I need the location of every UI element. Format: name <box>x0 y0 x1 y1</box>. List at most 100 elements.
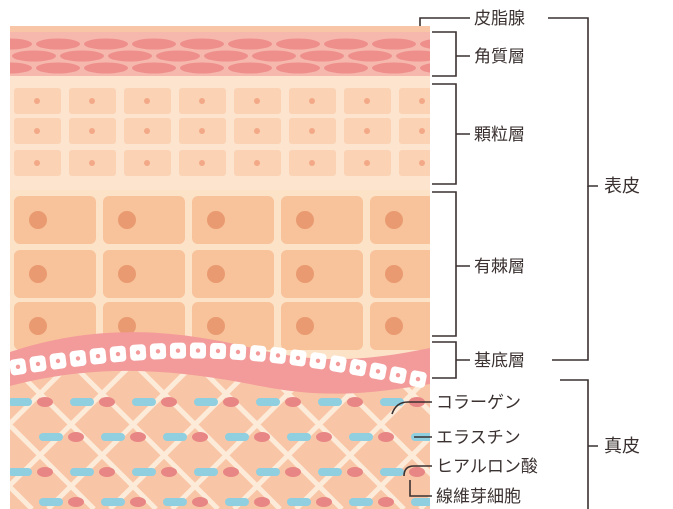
fibroblast-cell <box>161 467 177 477</box>
fibroblast-cell <box>378 432 394 442</box>
basal-nucleus <box>375 369 381 374</box>
spinous-nucleus <box>118 265 136 283</box>
stratum-corneum-cells <box>10 38 430 74</box>
basal-nucleus <box>35 361 41 367</box>
corneum-cell <box>108 50 152 62</box>
corneum-cell <box>84 62 128 74</box>
basal-nucleus <box>275 353 281 358</box>
elastin-fiber <box>256 398 280 406</box>
spinous-nucleus <box>296 211 314 229</box>
spinous-cell <box>281 196 363 244</box>
elastin-fiber <box>10 468 32 476</box>
elastin-fibers <box>10 398 430 506</box>
spinous-nucleus <box>385 265 403 283</box>
granular-dot <box>34 128 40 134</box>
corneum-cell <box>372 62 416 74</box>
epidermis-bracket-top <box>548 17 598 187</box>
spinous-nucleus <box>29 317 47 335</box>
elastin-fiber <box>132 468 156 476</box>
stratum-granulosum-cells <box>14 88 430 176</box>
granular-dot <box>89 98 95 104</box>
corneum-cell <box>180 38 224 50</box>
granular-dot <box>34 98 40 104</box>
basal-nucleus <box>335 361 341 367</box>
corneum-cell <box>396 50 430 62</box>
basal-nucleus <box>15 364 21 369</box>
granular-dot <box>89 160 95 166</box>
collagen-fiber <box>668 340 673 509</box>
corneum-cell <box>84 38 128 50</box>
stratum-basale-cells <box>10 342 427 388</box>
granular-cell <box>399 88 430 114</box>
corneum-cell <box>132 62 176 74</box>
elastin-fiber <box>132 398 156 406</box>
granular-dot <box>199 160 205 166</box>
spinous-cell <box>103 250 185 298</box>
corneum-cell <box>324 38 368 50</box>
fibroblast-cell <box>99 467 115 477</box>
spinous-cell <box>370 196 430 244</box>
granular-dot <box>199 98 205 104</box>
elastin-fiber <box>411 498 430 506</box>
granular-dot <box>144 160 150 166</box>
spinous-nucleus <box>118 211 136 229</box>
spinous-cell <box>192 302 274 350</box>
elastin-fiber <box>163 498 187 506</box>
basal-nucleus <box>255 351 261 356</box>
granular-dot <box>309 98 315 104</box>
fibroblast-cell <box>254 497 270 507</box>
basal-nucleus <box>295 355 301 361</box>
granular-dot <box>34 160 40 166</box>
fibroblast-cells <box>37 397 425 507</box>
stratum-corneum-bracket <box>432 31 470 77</box>
granular-cell <box>399 150 430 176</box>
elastin-fiber <box>10 398 32 406</box>
hyaluronic-acid-label: ヒアルロン酸 <box>436 457 538 477</box>
collagen-fiber <box>668 340 673 509</box>
corneum-cell <box>228 38 272 50</box>
fibroblast-cell <box>378 497 394 507</box>
granular-dot <box>144 98 150 104</box>
basal-nucleus <box>135 350 141 355</box>
fibroblast-cell <box>316 432 332 442</box>
corneum-cell <box>36 62 80 74</box>
granular-dot <box>419 98 425 104</box>
stratum-spinosum-label: 有棘層 <box>474 257 525 277</box>
corneum-cell <box>276 62 320 74</box>
elastin-fiber <box>194 468 218 476</box>
basal-nucleus <box>55 358 61 364</box>
fibroblast-cell <box>130 497 146 507</box>
granular-dot <box>309 160 315 166</box>
elastin-fiber <box>101 433 125 441</box>
elastin-fiber <box>163 433 187 441</box>
spinous-cell <box>281 302 363 350</box>
fibroblast-cell <box>316 497 332 507</box>
spinous-nucleus <box>385 211 403 229</box>
granular-dot <box>419 160 425 166</box>
basal-nucleus <box>395 373 401 378</box>
elastin-fiber <box>194 398 218 406</box>
fibroblast-cell <box>68 432 84 442</box>
collagen-fiber <box>10 356 96 509</box>
basal-nucleus <box>355 365 361 370</box>
granular-dot <box>254 160 260 166</box>
elastin-fiber <box>287 433 311 441</box>
corneum-cell <box>372 38 416 50</box>
fibroblast-cell <box>347 467 363 477</box>
collagen-fiber <box>606 340 673 509</box>
corneum-cell <box>180 62 224 74</box>
granular-dot <box>419 128 425 134</box>
granular-dot <box>364 160 370 166</box>
spinous-cell <box>14 250 96 298</box>
spinous-nucleus <box>296 265 314 283</box>
fibroblast-cell <box>409 467 425 477</box>
basal-nucleus <box>115 351 121 357</box>
skin-illustration <box>10 26 673 509</box>
skin-surface <box>10 26 430 32</box>
corneum-cell <box>252 50 296 62</box>
fibroblast-cell <box>223 467 239 477</box>
corneum-cell <box>204 50 248 62</box>
epidermis-label: 表皮 <box>604 176 640 197</box>
stratum-basale-bracket <box>432 341 470 379</box>
fibroblast-cell <box>192 432 208 442</box>
